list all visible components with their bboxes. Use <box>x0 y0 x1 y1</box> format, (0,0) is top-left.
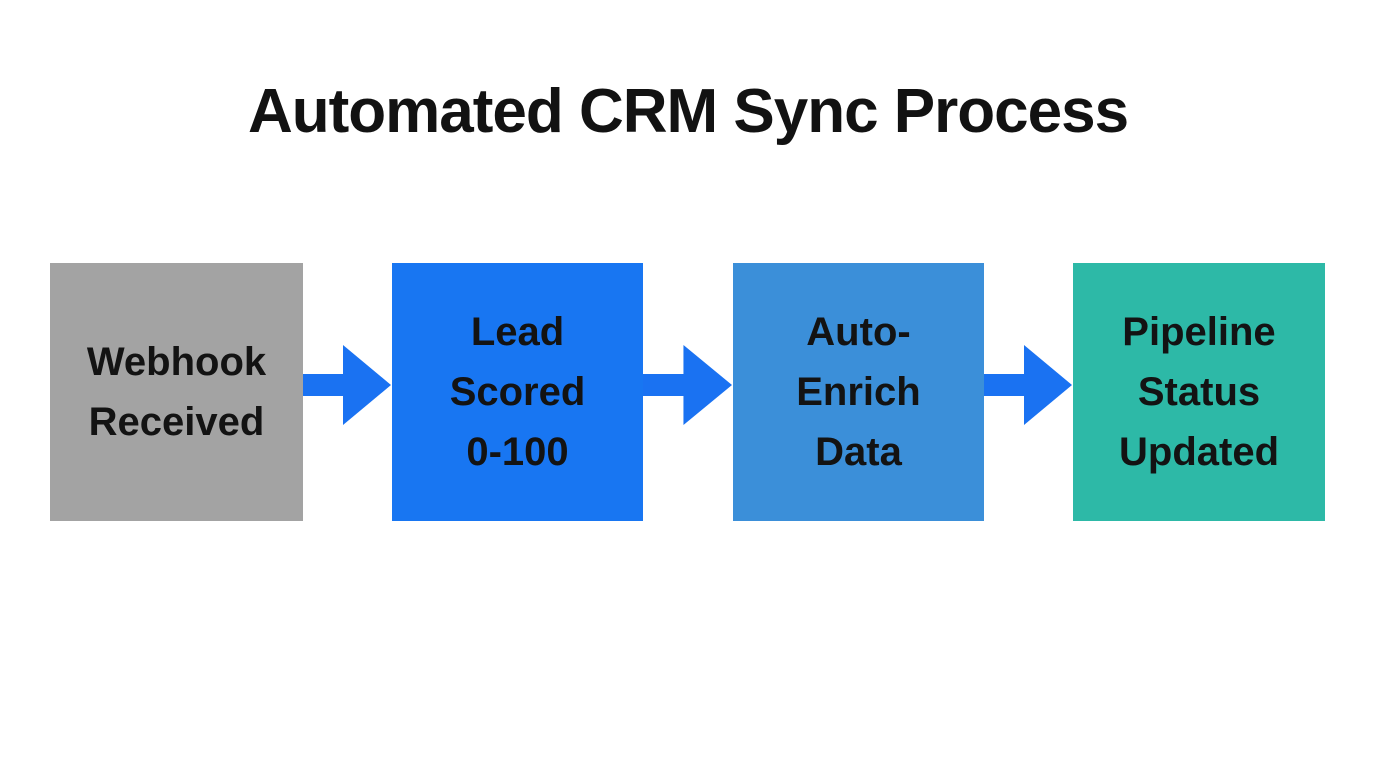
flow-arrow-right-icon <box>303 343 392 427</box>
page-title: Automated CRM Sync Process <box>247 77 1129 146</box>
flow-step-pipeline-updated: Pipeline Status Updated <box>1073 263 1325 521</box>
step-label-line: Data <box>815 430 902 474</box>
step-label-line: Auto- <box>806 310 911 354</box>
step-label-line: Webhook <box>86 340 267 384</box>
step-label-line: Status <box>1137 370 1261 414</box>
step-label-line: Enrich <box>796 370 921 414</box>
step-label-line: Received <box>88 400 265 444</box>
flow-step-lead-scored: Lead Scored 0-100 <box>392 263 643 521</box>
step-label-line: Updated <box>1119 430 1279 474</box>
flow-step-webhook-received: Webhook Received <box>50 263 303 521</box>
step-label-line: Lead <box>470 310 565 354</box>
step-label-line: Pipeline <box>1122 310 1276 354</box>
flow-arrow-right-icon <box>984 343 1073 427</box>
flow-arrow-right-icon <box>643 343 733 427</box>
flow-step-auto-enrich: Auto- Enrich Data <box>733 263 984 521</box>
step-label-line: Scored <box>449 370 586 414</box>
step-label-line: 0-100 <box>466 430 569 474</box>
